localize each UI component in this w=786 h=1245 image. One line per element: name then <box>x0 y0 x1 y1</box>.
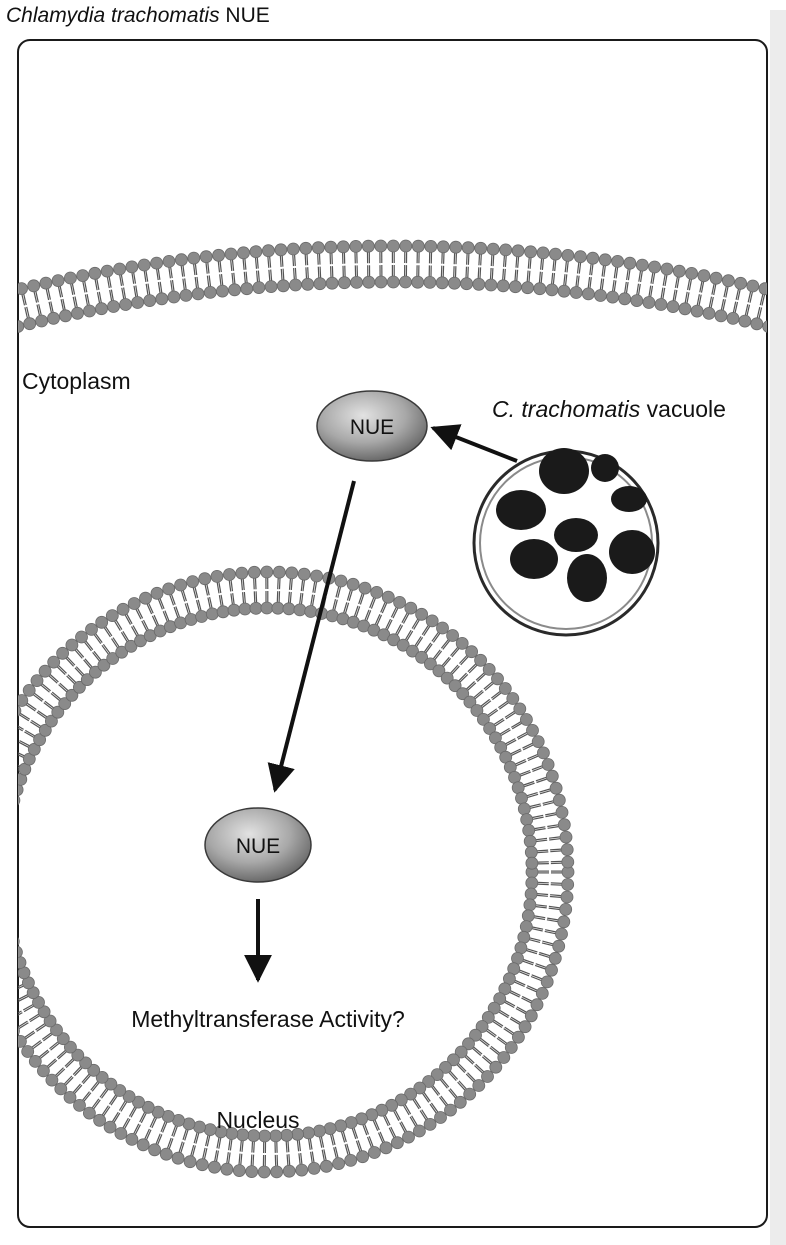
chlamydia-body <box>496 490 546 530</box>
plasma-membrane <box>18 239 767 334</box>
nue-nucleus-label: NUE <box>236 835 280 858</box>
arrow-vacuole-to-nue <box>430 424 518 463</box>
chlamydia-body <box>609 530 655 574</box>
chlamydia-body <box>554 518 598 552</box>
title-rest-part: NUE <box>220 4 270 27</box>
cytoplasm-label: Cytoplasm <box>22 368 131 394</box>
chlamydia-body <box>539 448 589 494</box>
chlamydia-body <box>567 554 607 602</box>
chlamydia-body <box>510 539 558 579</box>
chlamydia-body <box>611 486 647 512</box>
chlamydia-body <box>591 454 619 482</box>
nue-protein-nucleus: NUE <box>204 807 312 883</box>
side-bar <box>770 10 786 1245</box>
vacuole-label: C. trachomatis vacuole <box>492 396 726 422</box>
vacuole-label-italic: C. trachomatis <box>492 396 641 422</box>
chlamydia-bodies <box>496 448 655 602</box>
vacuole-label-rest: vacuole <box>640 396 726 422</box>
figure-title: Chlamydia trachomatis NUE <box>6 4 270 27</box>
arrow-nue-to-nucleus <box>267 480 356 793</box>
nuclear-membrane <box>18 565 575 1179</box>
nucleus-label: Nucleus <box>216 1107 299 1133</box>
title-italic-part: Chlamydia trachomatis <box>6 4 220 27</box>
nue-protein-cytoplasm: NUE <box>316 390 428 462</box>
methyltransferase-label: Methyltransferase Activity? <box>131 1006 405 1032</box>
nue-cytoplasm-label: NUE <box>350 416 394 439</box>
chlamydia-vacuole <box>472 448 660 637</box>
